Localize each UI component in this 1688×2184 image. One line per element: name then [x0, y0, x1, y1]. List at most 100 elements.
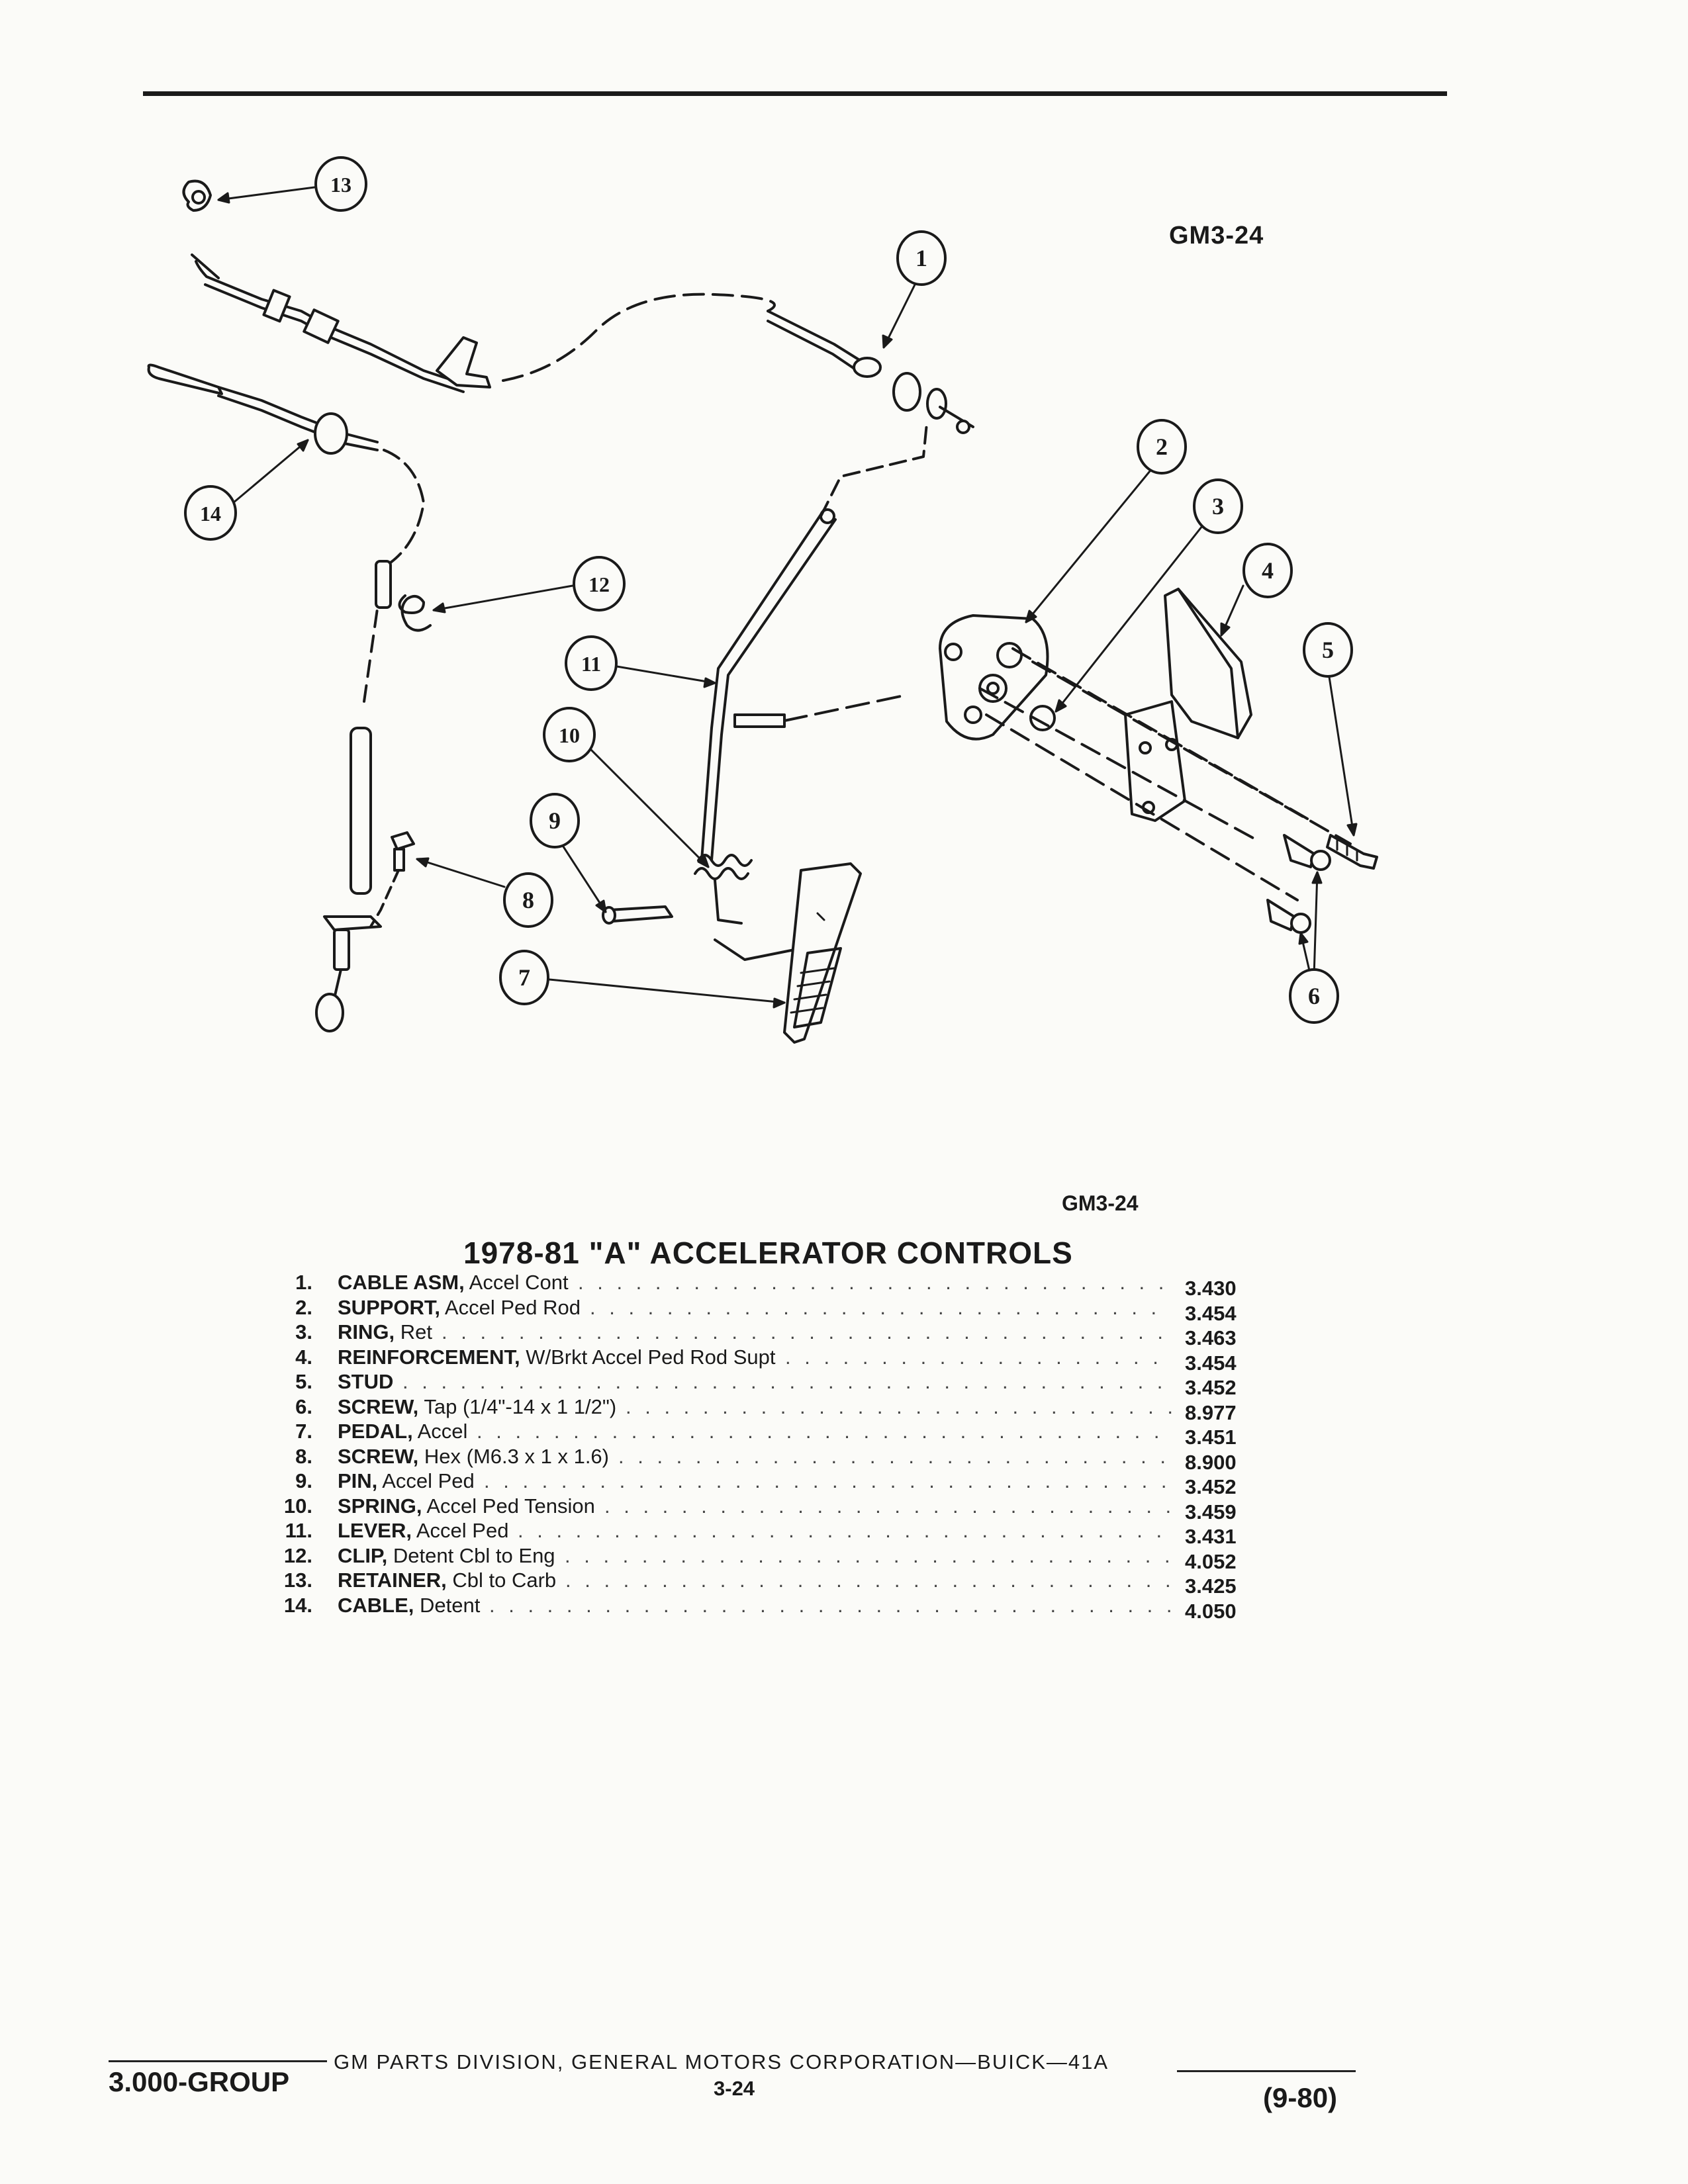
dot-leader: . . . . . . . . . . . . . . . . . . . . … [402, 1370, 1172, 1393]
svg-text:1: 1 [915, 245, 927, 271]
part-number: 12. [283, 1543, 312, 1567]
svg-text:6: 6 [1308, 983, 1320, 1009]
part-number: 13. [283, 1569, 312, 1592]
dot-leader: . . . . . . . . . . . . . . . . . . . . … [442, 1320, 1172, 1343]
reinforcement-bracket [1124, 588, 1252, 822]
callout-8: 8 [503, 872, 553, 928]
part-group-number: 3.452 [1185, 1376, 1237, 1399]
svg-text:4: 4 [1262, 557, 1274, 584]
retainer-part [182, 179, 212, 212]
tension-spring-and-pin [602, 854, 796, 961]
part-number: 11. [285, 1519, 312, 1542]
footer-group: 3.000-GROUP [109, 2066, 290, 2097]
dot-leader: . . . . . . . . . . . . . . . . . . . . … [618, 1444, 1172, 1468]
part-name: SPRING, Accel Ped Tension [338, 1494, 595, 1518]
dot-leader: . . . . . . . . . . . . . . . . . . . . … [626, 1394, 1172, 1418]
part-group-number: 3.454 [1185, 1301, 1237, 1325]
dot-leader: . . . . . . . . . . . . . . . . . . . . … [578, 1271, 1172, 1294]
part-name: RING, Ret [338, 1320, 432, 1343]
accel-pedal [783, 862, 862, 1044]
dot-leader: . . . . . . . . . . . . . . . . . . . . … [565, 1543, 1172, 1567]
dot-leader: . . . . . . . . . . . . . . . . . . . . … [477, 1420, 1172, 1443]
dot-leader: . . . . . . . . . . . . . . . . . . . . … [484, 1469, 1172, 1492]
part-name: PEDAL, Accel [338, 1420, 468, 1443]
part-group-number: 3.452 [1185, 1475, 1237, 1498]
svg-text:12: 12 [588, 572, 610, 596]
parts-list-row: 6.SCREW, Tap (1/4"-14 x 1 1/2")8.977. . … [265, 1394, 1258, 1424]
part-number: 14. [283, 1593, 312, 1617]
part-name: CABLE, Detent [338, 1593, 481, 1617]
callout-2: 2 [1137, 419, 1187, 475]
part-number: 2. [295, 1295, 312, 1319]
svg-text:7: 7 [518, 964, 530, 991]
part-name: REINFORCEMENT, W/Brkt Accel Ped Rod Supt [338, 1345, 776, 1369]
part-group-number: 3.451 [1185, 1426, 1237, 1449]
callout-10: 10 [543, 707, 596, 762]
callout-1: 1 [896, 230, 947, 286]
accel-pedal-rod-support [939, 614, 1049, 741]
dot-leader: . . . . . . . . . . . . . . . . . . . . … [604, 1494, 1172, 1518]
accel-cable-assembly [191, 253, 974, 434]
part-group-number: 8.900 [1185, 1450, 1237, 1474]
callout-7: 7 [499, 950, 549, 1005]
callout-3: 3 [1193, 478, 1243, 534]
detent-cable [147, 363, 425, 1032]
svg-text:11: 11 [581, 652, 601, 676]
callout-leaders [217, 186, 1358, 1009]
part-group-number: 3.463 [1185, 1326, 1237, 1349]
dot-leader: . . . . . . . . . . . . . . . . . . . . … [590, 1295, 1172, 1319]
callout-13: 13 [314, 156, 367, 212]
part-name: SCREW, Tap (1/4"-14 x 1 1/2") [338, 1394, 617, 1418]
part-name: LEVER, Accel Ped [338, 1519, 509, 1542]
callout-12: 12 [573, 556, 626, 612]
part-name: PIN, Accel Ped [338, 1469, 475, 1492]
part-number: 10. [283, 1494, 312, 1518]
svg-text:5: 5 [1322, 637, 1334, 663]
part-group-number: 3.430 [1185, 1277, 1237, 1300]
exploded-parts-diagram: 1 2 3 4 5 6 7 8 9 10 11 12 13 14 [147, 156, 1378, 1044]
part-group-number: 3.459 [1185, 1500, 1237, 1524]
parts-list-row: 4.REINFORCEMENT, W/Brkt Accel Ped Rod Su… [265, 1345, 1258, 1375]
callout-4: 4 [1243, 543, 1293, 598]
part-name: RETAINER, Cbl to Carb [338, 1569, 557, 1592]
svg-text:9: 9 [549, 807, 561, 834]
parts-list-row: 2. SUPPORT, Accel Ped Rod 3.454 . . . . . .… [265, 1295, 1258, 1325]
retaining-ring [1029, 705, 1056, 731]
svg-text:8: 8 [522, 887, 534, 913]
top-rule [143, 91, 1447, 96]
part-group-number: 4.050 [1185, 1599, 1237, 1623]
dot-leader: . . . . . . . . . . . . . . . . . . . . … [565, 1569, 1172, 1592]
part-group-number: 3.431 [1185, 1525, 1237, 1548]
svg-text:10: 10 [559, 723, 580, 747]
part-number: 1. [295, 1271, 312, 1294]
dot-leader: . . . . . . . . . . . . . . . . . . . . … [518, 1519, 1172, 1542]
part-number: 7. [295, 1420, 312, 1443]
footer-date: (9-80) [1263, 2082, 1338, 2113]
parts-list-row: 7. PEDAL, Accel 3.451 . . . . . . . . . . .… [265, 1420, 1258, 1449]
part-name: SCREW, Hex (M6.3 x 1 x 1.6) [338, 1444, 610, 1468]
parts-list-row: 10. SPRING, Accel Ped Tension 3.459 . . . .… [265, 1494, 1258, 1524]
svg-text:3: 3 [1212, 493, 1224, 520]
callout-14: 14 [184, 485, 237, 541]
part-name: SUPPORT, Accel Ped Rod [338, 1295, 581, 1319]
part-number: 8. [295, 1444, 312, 1468]
page-title: 1978-81 "A" ACCELERATOR CONTROLS [463, 1236, 1073, 1270]
parts-list-row: 11. LEVER, Accel Ped 3.431 . . . . . . . . … [265, 1519, 1258, 1548]
svg-text:14: 14 [200, 502, 221, 525]
part-group-number: 8.977 [1185, 1400, 1237, 1424]
footer-page-number: 3-24 [714, 2077, 755, 2100]
part-number: 5. [295, 1370, 312, 1393]
part-group-number: 4.052 [1185, 1549, 1237, 1573]
stud [1326, 834, 1378, 870]
alignment-lines [978, 647, 1352, 901]
callout-6: 6 [1289, 968, 1339, 1024]
callout-5: 5 [1303, 622, 1353, 678]
dot-leader: . . . . . . . . . . . . . . . . . . . . … [785, 1345, 1172, 1369]
